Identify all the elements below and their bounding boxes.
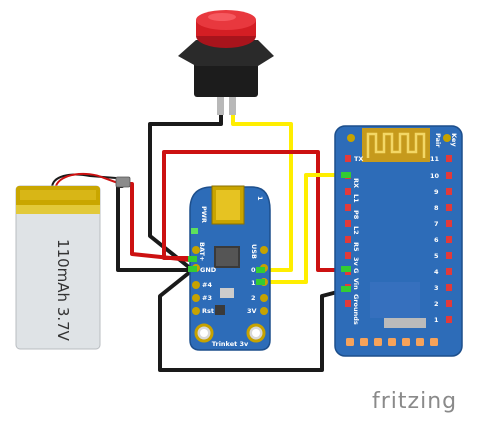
ble-module-board: Key Pair [334,125,463,357]
trinket-top-right-label: 1 [256,196,264,201]
ble-bottom-pads [346,338,438,346]
trinket-pin-0: 0 [251,266,256,274]
battery-leads [51,172,119,189]
ble-pin-r5: R5 [352,242,360,252]
trinket-pin-gnd: GND [200,266,217,274]
ble-pin-p8: P8 [352,210,360,220]
ble-chip [370,282,420,318]
ble-pin-l2: L2 [352,226,360,235]
ble-key-label: Key [450,133,458,147]
ble-pin-3: 3 [434,284,439,292]
ble-pin-9: 9 [434,188,439,196]
wire-black-gnd-ground [158,270,347,372]
ble-pin-7: 7 [434,220,439,228]
battery-connector [115,176,131,188]
battery-label: 110mAh 3.7V [54,239,72,342]
lipo-battery: 110mAh 3.7V [15,185,101,350]
ble-pair-label: Pair [434,133,442,148]
trinket-pin-3: #3 [202,294,212,302]
trinket-name: Trinket 3v [212,340,249,348]
ble-pin-3v: 3v [352,257,360,267]
ble-pin-1: 1 [434,316,439,324]
ble-pin-11: 11 [430,155,440,163]
trinket-pin-usb: USB [250,244,258,259]
trinket-pin-4: #4 [202,281,212,289]
push-button [178,10,274,115]
trinket-pin-1: 1 [251,279,256,287]
trinket-left-pads [188,246,200,315]
ble-pin-10: 10 [430,172,440,180]
ble-right-pads [446,155,452,323]
ble-pin-6: 6 [434,236,439,244]
trinket-board: PWR 1 BAT+ GND #4 #3 Rst USB 0 1 2 3V Tr… [188,185,271,351]
ble-pin-4: 4 [434,268,439,276]
ble-pin-tx: TX [354,155,363,163]
trinket-pwr-label: PWR [200,206,208,223]
trinket-pin-2: 2 [251,294,256,302]
trinket-pin-3v: 3V [247,307,257,315]
ble-pin-rx: RX [352,178,360,188]
wire-yellow-button-pin0 [231,108,293,272]
wire-red-battery-bat [126,182,192,262]
wire-yellow-pin1-rx [255,173,347,284]
fritzing-logo: fritzing [372,389,457,414]
ble-pin-g: G [352,268,360,273]
ble-pin-grounds: Grounds [352,294,360,325]
trinket-pin-bat: BAT+ [198,242,206,261]
trinket-right-pads [256,246,268,315]
ble-pin-2: 2 [434,300,439,308]
ble-left-pads [341,155,351,307]
ble-pin-vin: Vin [352,278,360,290]
ble-pin-5: 5 [434,252,439,260]
ble-pin-8: 8 [434,204,439,212]
trinket-pin-rst: Rst [202,307,214,315]
ble-pin-l1: L1 [352,194,360,203]
